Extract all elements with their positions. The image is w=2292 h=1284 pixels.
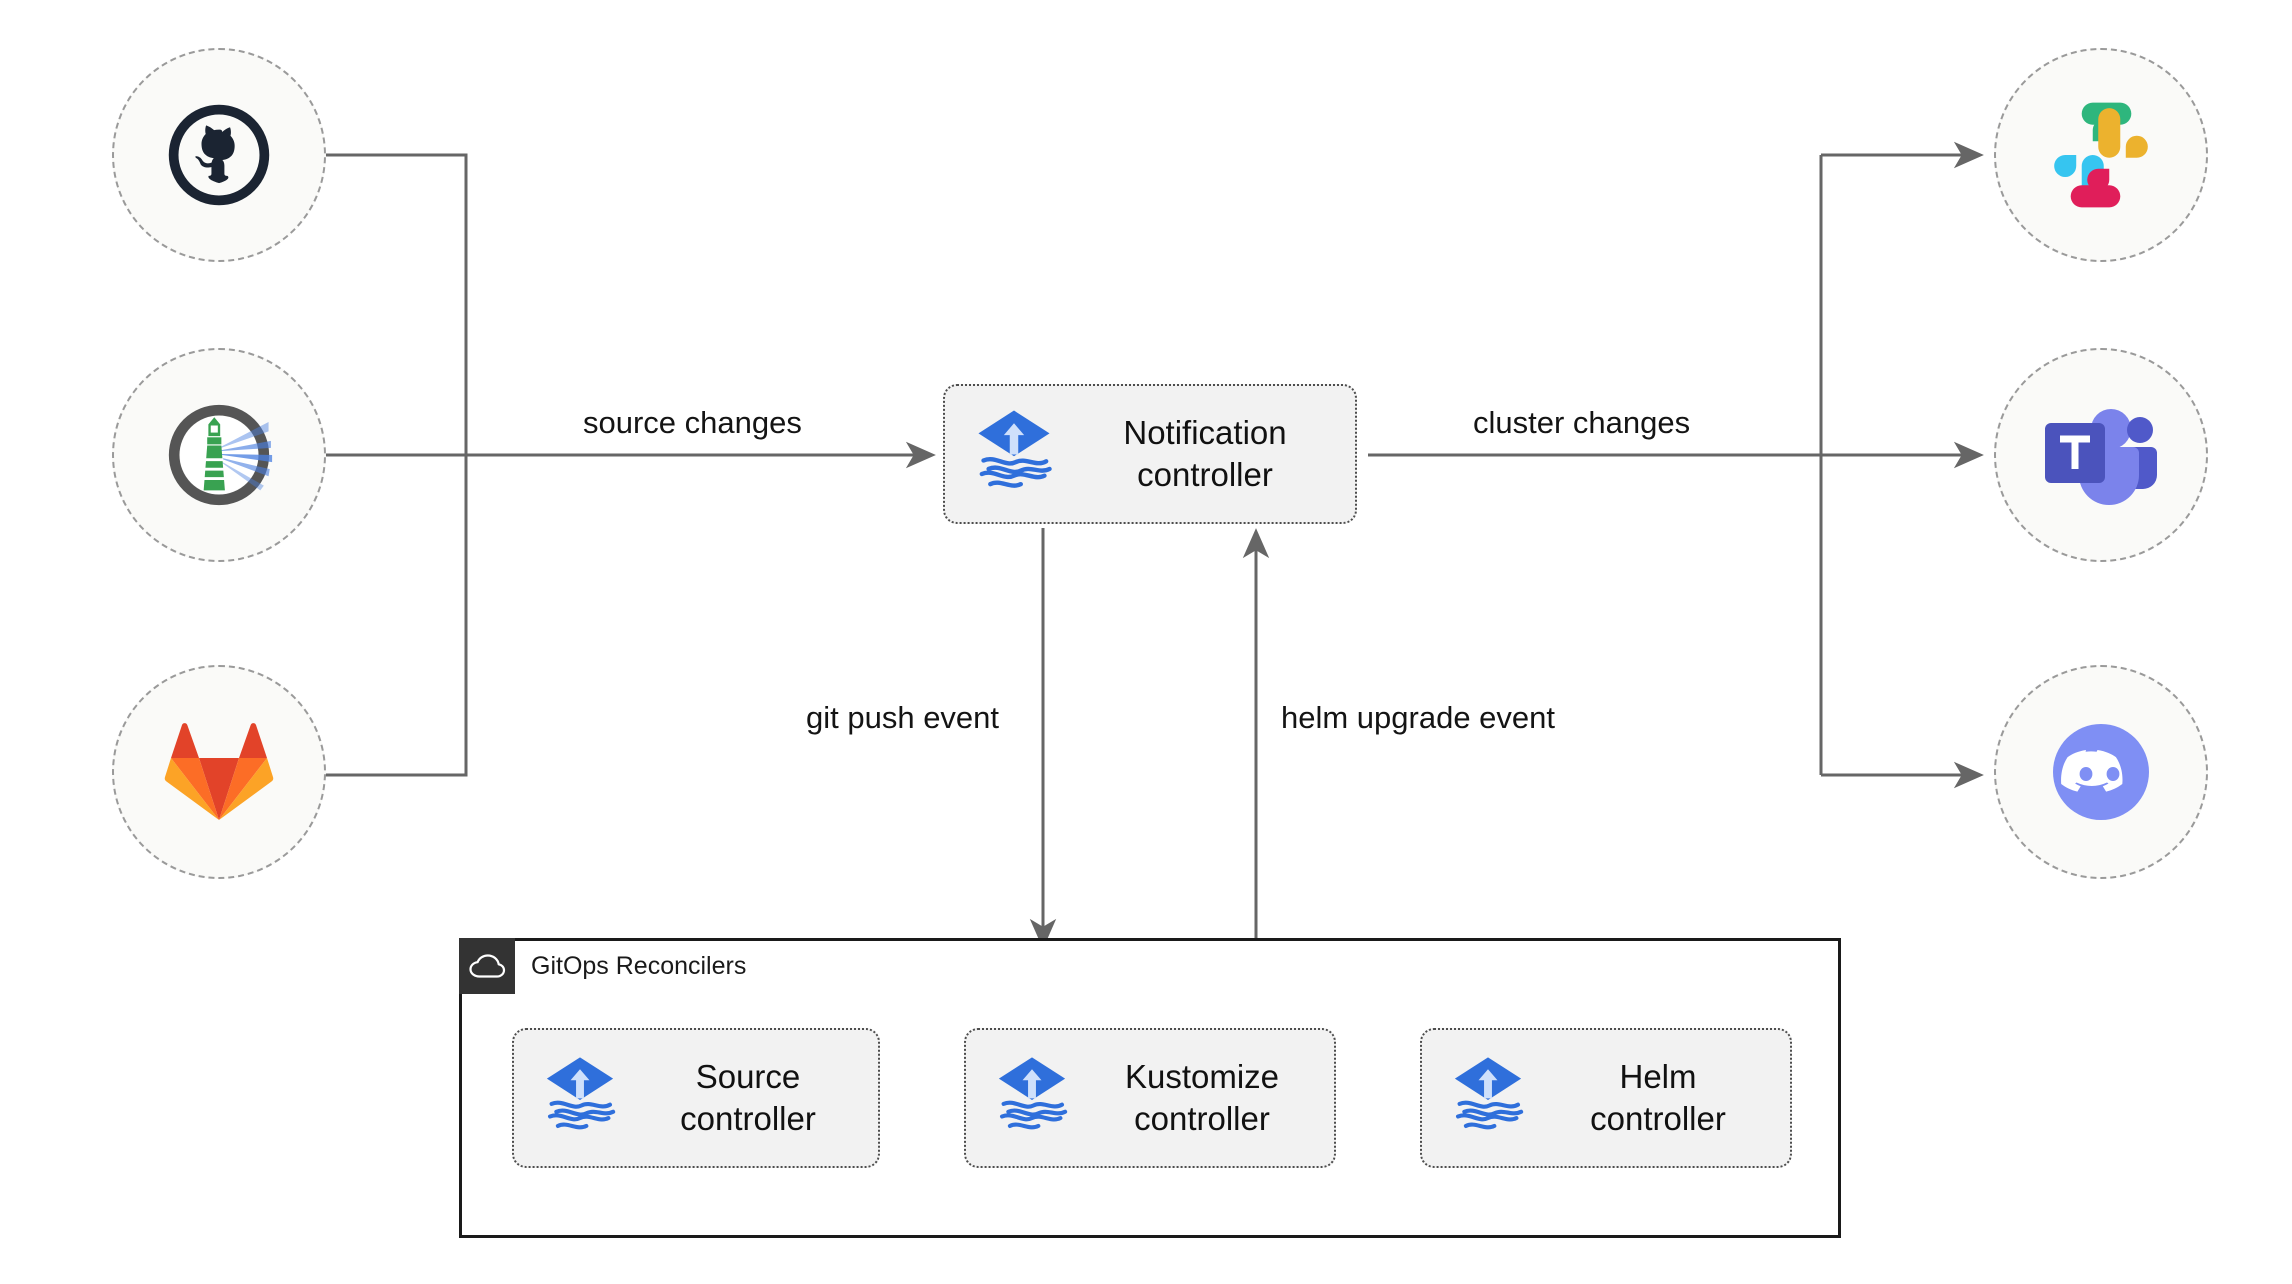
- node-helm-controller[interactable]: Helm controller: [1420, 1028, 1792, 1168]
- source-endpoint-gitlab[interactable]: [112, 665, 326, 879]
- gitops-reconcilers-header: GitOps Reconcilers: [459, 938, 746, 994]
- cloud-icon: [459, 938, 515, 994]
- node-label: Helm controller: [1590, 1058, 1726, 1137]
- flux-logo-icon: [540, 1055, 620, 1142]
- github-icon: [168, 104, 270, 206]
- microsoft-teams-icon: [2045, 409, 2157, 505]
- node-label: Notification controller: [1123, 414, 1287, 493]
- node-kustomize-controller[interactable]: Kustomize controller: [964, 1028, 1336, 1168]
- destination-endpoint-discord[interactable]: [1994, 665, 2208, 879]
- edge-label-helm-upgrade-event: helm upgrade event: [1281, 700, 1556, 735]
- gitlab-icon: [164, 723, 274, 820]
- destination-endpoint-slack[interactable]: [1994, 48, 2208, 262]
- slack-icon: [2054, 102, 2148, 208]
- source-endpoint-github[interactable]: [112, 48, 326, 262]
- node-label: Kustomize controller: [1124, 1058, 1280, 1137]
- discord-icon: [2053, 724, 2149, 820]
- flux-lighthouse-icon: [168, 404, 273, 506]
- edge-label-git-push-event: git push event: [806, 700, 1000, 735]
- gitops-reconcilers-title: GitOps Reconcilers: [531, 951, 747, 980]
- node-label: Source controller: [680, 1058, 816, 1137]
- source-endpoint-flux[interactable]: [112, 348, 326, 562]
- destination-endpoint-teams[interactable]: [1994, 348, 2208, 562]
- flux-logo-icon: [1448, 1055, 1528, 1142]
- edge-label-source-changes: source changes: [583, 405, 802, 440]
- node-notification-controller[interactable]: Notification controller: [943, 384, 1357, 524]
- flux-logo-icon: [992, 1055, 1072, 1142]
- node-source-controller[interactable]: Source controller: [512, 1028, 880, 1168]
- flux-logo-icon: [971, 408, 1057, 501]
- edge-label-cluster-changes: cluster changes: [1473, 405, 1691, 440]
- edge-sources-bus: [313, 153, 468, 777]
